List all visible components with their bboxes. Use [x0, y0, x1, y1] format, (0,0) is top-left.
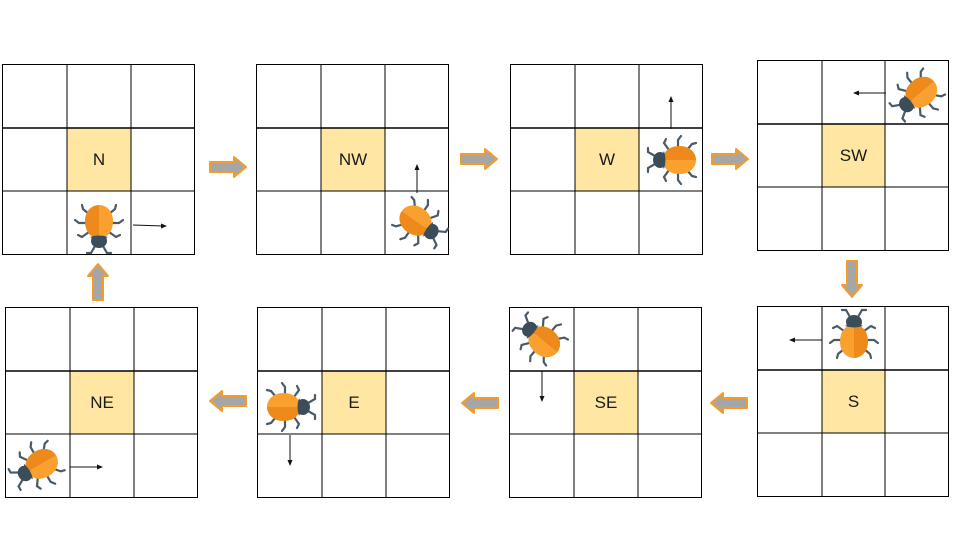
center-cell-highlight	[321, 128, 385, 191]
grid-panel-se: SE	[503, 302, 702, 498]
center-cell-highlight	[67, 128, 131, 191]
center-cell-highlight	[822, 124, 885, 187]
pointer-arrow	[789, 337, 822, 343]
flow-arrow-left-icon	[710, 392, 748, 414]
flow-arrow-left-icon	[461, 392, 499, 414]
pointer-arrow	[132, 223, 167, 229]
pointer-arrow	[853, 90, 886, 96]
bug-icon	[73, 203, 125, 255]
grid-panel-sw: SW	[757, 60, 951, 251]
grid-panel-w: W	[510, 64, 703, 255]
grid-panel-s: S	[757, 306, 949, 497]
flow-arrow-right-icon	[209, 156, 247, 178]
bug-icon	[646, 134, 698, 186]
bug-icon	[386, 190, 456, 260]
bug-icon	[265, 381, 317, 433]
pointer-arrow	[70, 464, 103, 470]
grid-lines	[758, 307, 948, 496]
grid-panel-nw: NW	[256, 64, 456, 260]
center-cell-highlight	[70, 371, 134, 434]
flow-arrow-left-icon	[209, 390, 247, 412]
center-cell-highlight	[822, 370, 885, 433]
center-cell-highlight	[575, 128, 639, 191]
grid-panel-n: N	[2, 64, 195, 255]
bug-icon	[880, 62, 951, 132]
flow-arrow-right-icon	[460, 148, 498, 170]
grid-lines	[258, 308, 449, 497]
pointer-arrow	[668, 96, 674, 129]
grid-lines	[3, 65, 194, 255]
grid-lines	[257, 65, 456, 260]
center-cell-highlight	[322, 371, 386, 434]
grid-lines	[1, 308, 197, 502]
center-cell-highlight	[574, 371, 638, 434]
flow-arrow-up-icon	[87, 263, 109, 301]
flow-arrow-right-icon	[711, 148, 749, 170]
grid-lines	[503, 302, 701, 497]
bug-icon	[828, 308, 880, 360]
grid-lines	[511, 65, 702, 254]
pointer-arrow	[539, 371, 545, 402]
pointer-arrow	[414, 164, 420, 193]
bug-icon	[503, 302, 574, 372]
bug-icon	[1, 433, 70, 502]
flow-arrow-down-icon	[841, 260, 863, 298]
grid-panel-ne: NE	[1, 307, 198, 502]
pointer-arrow	[287, 435, 293, 466]
grid-panel-e: E	[257, 307, 450, 498]
grid-lines	[758, 61, 951, 250]
